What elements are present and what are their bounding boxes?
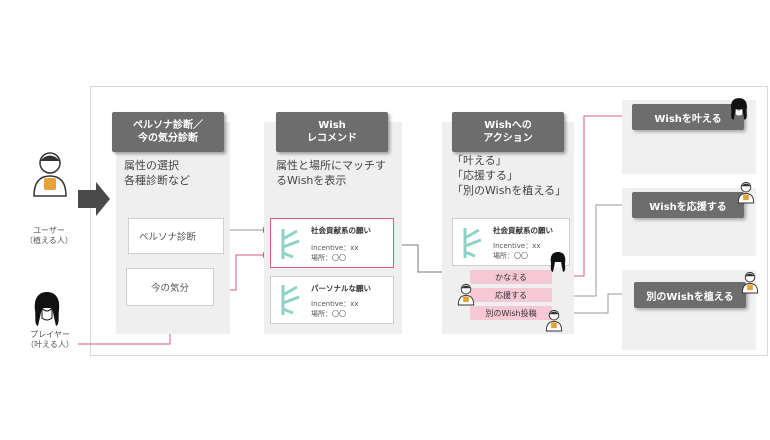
card-incentive: Incentive：xx: [493, 242, 541, 250]
card-place: 場所：〇〇: [311, 310, 346, 318]
persona-box: ペルソナ診断: [128, 218, 224, 254]
card-incentive: Incentive：xx: [311, 244, 359, 252]
bamboo-icon: [463, 228, 482, 258]
player-icon: [34, 292, 60, 326]
step3-description: 「叶える」「応援する」「別のWishを植える」: [452, 154, 567, 197]
card-incentive: Incentive：xx: [311, 300, 359, 308]
card-title: 社会貢献系の願い: [493, 226, 553, 235]
user-icon: [33, 152, 67, 197]
wish-card-social: 社会貢献系の願い Incentive：xx 場所：〇〇: [452, 218, 570, 266]
fulfill-action-button[interactable]: かなえる: [470, 270, 552, 284]
step3-header: Wishへのアクション: [452, 112, 564, 152]
user-icon: [545, 309, 563, 332]
wish-card-personal: パーソナルな願い Incentive：xx 場所：〇〇: [270, 276, 394, 324]
result-fulfill-wish: Wishを叶える: [632, 104, 744, 130]
card-place: 場所：〇〇: [493, 252, 528, 260]
mood-box: 今の気分: [126, 268, 214, 306]
result-plant-wish: 別のWishを植える: [634, 282, 746, 308]
user-icon: [457, 283, 475, 306]
user-icon: [737, 181, 755, 204]
card-title: 社会貢献系の願い: [311, 226, 371, 235]
plant-connector: [562, 291, 633, 314]
wish-card-social: 社会貢献系の願い Incentive：xx 場所：〇〇: [270, 218, 394, 268]
bamboo-icon: [281, 229, 300, 259]
big-arrow-icon: [78, 182, 110, 216]
bamboo-icon: [281, 285, 300, 315]
step2-description: 属性と場所にマッチするWishを表示: [276, 159, 386, 188]
player-label: プレイヤー（叶える人）: [26, 330, 74, 350]
player-icon: [731, 98, 747, 120]
result-support-wish: Wishを応援する: [632, 192, 744, 218]
step1-description: 属性の選択各種診断など: [124, 159, 190, 188]
player-icon: [550, 252, 566, 272]
user-label: ユーザー（植える人）: [25, 226, 73, 246]
user-icon: [741, 271, 759, 294]
card-place: 場所：〇〇: [311, 254, 346, 262]
card-title: パーソナルな願い: [311, 284, 371, 293]
support-action-button[interactable]: 応援する: [470, 288, 552, 302]
plant-wish-action-button[interactable]: 別のWish投稿: [470, 306, 552, 320]
step1-header: ペルソナ診断／今の気分診断: [112, 112, 224, 152]
card-to-action-connector: [394, 244, 451, 275]
support-connector: [553, 202, 629, 297]
